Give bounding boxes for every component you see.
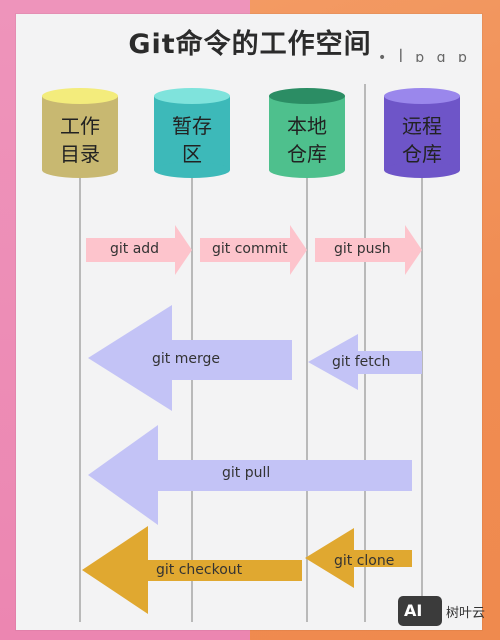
working-dir-line1: 工作: [60, 114, 100, 138]
cylinder-local-repo: [269, 88, 345, 178]
local-repo-line1: 本地: [287, 114, 327, 138]
arrow-git-merge: [88, 305, 292, 411]
arrow-git-push: [315, 225, 422, 275]
arrow-git-fetch: [308, 334, 422, 390]
remote-repo-line1: 远程: [402, 114, 442, 138]
staging-line1: 暂存: [172, 114, 212, 138]
local-repo-label: 本地 仓库: [269, 112, 345, 168]
working-dir-label: 工作 目录: [42, 112, 118, 168]
doodle-decoration: • ꟾ ɒ ɑ ɒ: [378, 50, 471, 66]
arrow-git-checkout: [82, 526, 302, 614]
arrow-git-commit: [200, 225, 307, 275]
page-title: Git命令的工作空间: [128, 29, 372, 60]
cmd-git-add: git add: [110, 241, 160, 257]
cmd-git-clone: git clone: [334, 553, 395, 569]
arrow-git-clone: [305, 528, 412, 588]
staging-label: 暂存 区: [154, 112, 230, 168]
cmd-git-merge: git merge: [152, 351, 220, 367]
remote-repo-label: 远程 仓库: [384, 112, 460, 168]
cylinder-staging: [154, 88, 230, 178]
cmd-git-push: git push: [334, 241, 391, 257]
cmd-git-commit: git commit: [212, 241, 288, 257]
watermark-logo: AI: [398, 596, 442, 626]
cylinder-working-dir: [42, 88, 118, 178]
cmd-git-pull: git pull: [222, 465, 271, 481]
arrow-git-pull: [88, 425, 412, 525]
cmd-git-checkout: git checkout: [156, 562, 243, 578]
staging-line2: 区: [182, 142, 202, 166]
local-repo-line2: 仓库: [287, 142, 327, 166]
cmd-git-fetch: git fetch: [332, 354, 391, 370]
working-dir-line2: 目录: [60, 142, 100, 166]
remote-repo-line2: 仓库: [402, 142, 442, 166]
cylinder-remote-repo: [384, 88, 460, 178]
arrow-git-add: [86, 225, 192, 275]
watermark-text: 树叶云: [446, 606, 486, 621]
